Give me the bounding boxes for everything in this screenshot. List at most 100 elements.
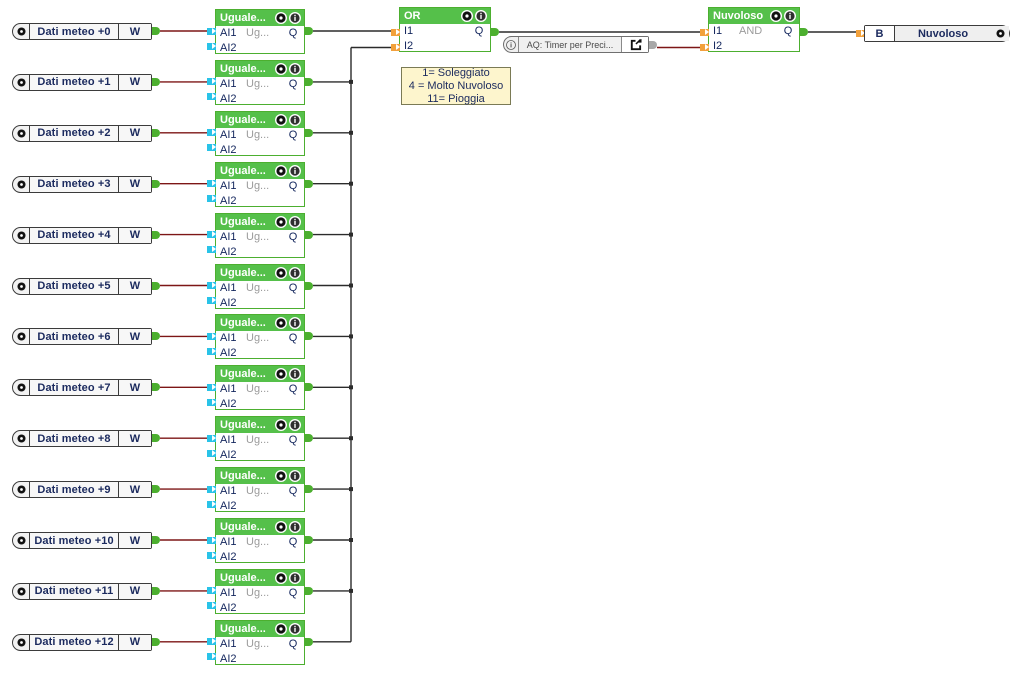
gear-icon[interactable] xyxy=(461,10,473,22)
gear-icon[interactable] xyxy=(275,266,287,279)
gear-icon[interactable] xyxy=(13,533,30,548)
compare-input1-pin[interactable] xyxy=(207,332,216,340)
compare-output-pin[interactable] xyxy=(305,77,313,86)
info-icon[interactable] xyxy=(289,317,301,330)
gear-icon[interactable] xyxy=(275,521,287,533)
gear-icon[interactable] xyxy=(13,227,30,243)
gear-icon[interactable] xyxy=(275,113,287,126)
gear-icon[interactable] xyxy=(275,215,287,228)
and-block[interactable]: Nuvoloso xyxy=(708,7,800,52)
input-block-output-pin[interactable] xyxy=(152,230,160,239)
gear-icon[interactable] xyxy=(13,431,30,447)
or-input1-pin[interactable] xyxy=(391,29,400,36)
compare-input2-pin[interactable] xyxy=(207,551,216,559)
compare-block[interactable]: Uguale... AI1 Ug... Q AI2 xyxy=(215,59,305,105)
compare-block[interactable]: Uguale... AI1 Ug... Q AI2 xyxy=(215,161,305,207)
compare-block[interactable]: Uguale... AI1 Ug... Q AI2 xyxy=(215,518,305,563)
compare-input1-pin[interactable] xyxy=(207,587,216,595)
aq-timer-tag[interactable]: AQ: Timer per Preci... xyxy=(503,36,649,53)
compare-input1-pin[interactable] xyxy=(207,129,216,137)
gear-icon[interactable] xyxy=(13,329,30,345)
gear-icon[interactable] xyxy=(13,278,30,294)
compare-block[interactable]: Uguale... AI1 Ug... Q AI2 xyxy=(215,263,305,309)
gear-icon[interactable] xyxy=(275,419,287,432)
input-block-output-pin[interactable] xyxy=(152,485,160,494)
compare-input2-pin[interactable] xyxy=(207,398,216,406)
compare-input2-pin[interactable] xyxy=(207,297,216,304)
compare-block[interactable]: Uguale... AI1 Ug... Q AI2 xyxy=(215,365,305,411)
compare-input2-pin[interactable] xyxy=(207,449,216,457)
info-icon[interactable] xyxy=(289,215,301,228)
compare-output-pin[interactable] xyxy=(305,179,313,188)
gear-icon[interactable] xyxy=(275,470,287,483)
compare-block[interactable]: Uguale... AI1 Ug... Q AI2 xyxy=(215,467,305,513)
info-icon[interactable] xyxy=(504,37,519,52)
compare-input1-pin[interactable] xyxy=(207,434,216,442)
input-block-output-pin[interactable] xyxy=(152,536,160,544)
gear-icon[interactable] xyxy=(275,317,287,330)
input-block-output-pin[interactable] xyxy=(152,637,160,646)
compare-output-pin[interactable] xyxy=(305,27,313,35)
compare-output-pin[interactable] xyxy=(305,485,313,494)
info-icon[interactable] xyxy=(289,164,301,177)
compare-input2-pin[interactable] xyxy=(207,144,216,152)
compare-input1-pin[interactable] xyxy=(207,231,216,239)
or-input2-pin[interactable] xyxy=(391,44,400,51)
compare-input2-pin[interactable] xyxy=(207,93,216,101)
input-block-output-pin[interactable] xyxy=(152,332,160,341)
gear-icon[interactable] xyxy=(275,571,287,584)
compare-output-pin[interactable] xyxy=(305,128,313,137)
input-block-output-pin[interactable] xyxy=(152,586,160,595)
compare-output-pin[interactable] xyxy=(305,637,313,646)
compare-input2-pin[interactable] xyxy=(207,500,216,508)
compare-block[interactable]: Uguale... AI1 Ug... Q AI2 xyxy=(215,619,305,665)
info-icon[interactable] xyxy=(289,419,301,432)
gear-icon[interactable] xyxy=(13,583,30,599)
gear-icon[interactable] xyxy=(13,176,30,192)
compare-block[interactable]: Uguale... AI1 Ug... Q AI2 xyxy=(215,314,305,360)
gear-icon[interactable] xyxy=(770,10,782,22)
compare-output-pin[interactable] xyxy=(305,586,313,595)
compare-block[interactable]: Uguale... AI1 Ug... Q AI2 xyxy=(215,212,305,258)
input-block-output-pin[interactable] xyxy=(152,128,160,137)
gear-icon[interactable] xyxy=(991,26,1009,41)
gear-icon[interactable] xyxy=(275,62,287,75)
gear-icon[interactable] xyxy=(13,74,30,90)
compare-input2-pin[interactable] xyxy=(207,246,216,254)
gear-icon[interactable] xyxy=(13,24,30,39)
compare-input1-pin[interactable] xyxy=(207,485,216,493)
info-icon[interactable] xyxy=(289,521,301,533)
info-icon[interactable] xyxy=(289,622,301,635)
compare-input2-pin[interactable] xyxy=(207,42,216,50)
gear-icon[interactable] xyxy=(13,125,30,141)
compare-block[interactable]: Uguale... AI1 Ug... Q AI2 xyxy=(215,9,305,54)
compare-input2-pin[interactable] xyxy=(207,602,216,610)
or-block[interactable]: OR xyxy=(399,7,491,52)
info-icon[interactable] xyxy=(289,62,301,75)
input-block-output-pin[interactable] xyxy=(152,27,160,35)
compare-output-pin[interactable] xyxy=(305,383,313,392)
gear-icon[interactable] xyxy=(275,622,287,635)
compare-input1-pin[interactable] xyxy=(207,638,216,646)
output-block-input-pin[interactable] xyxy=(856,30,865,37)
gear-icon[interactable] xyxy=(275,164,287,177)
info-icon[interactable] xyxy=(289,571,301,584)
and-output-pin[interactable] xyxy=(800,28,808,36)
input-block-output-pin[interactable] xyxy=(152,179,160,188)
and-input2-pin[interactable] xyxy=(700,44,709,51)
compare-output-pin[interactable] xyxy=(305,536,313,544)
compare-input1-pin[interactable] xyxy=(207,282,216,289)
info-icon[interactable] xyxy=(289,266,301,279)
and-input1-pin[interactable] xyxy=(700,29,709,36)
compare-output-pin[interactable] xyxy=(305,332,313,341)
